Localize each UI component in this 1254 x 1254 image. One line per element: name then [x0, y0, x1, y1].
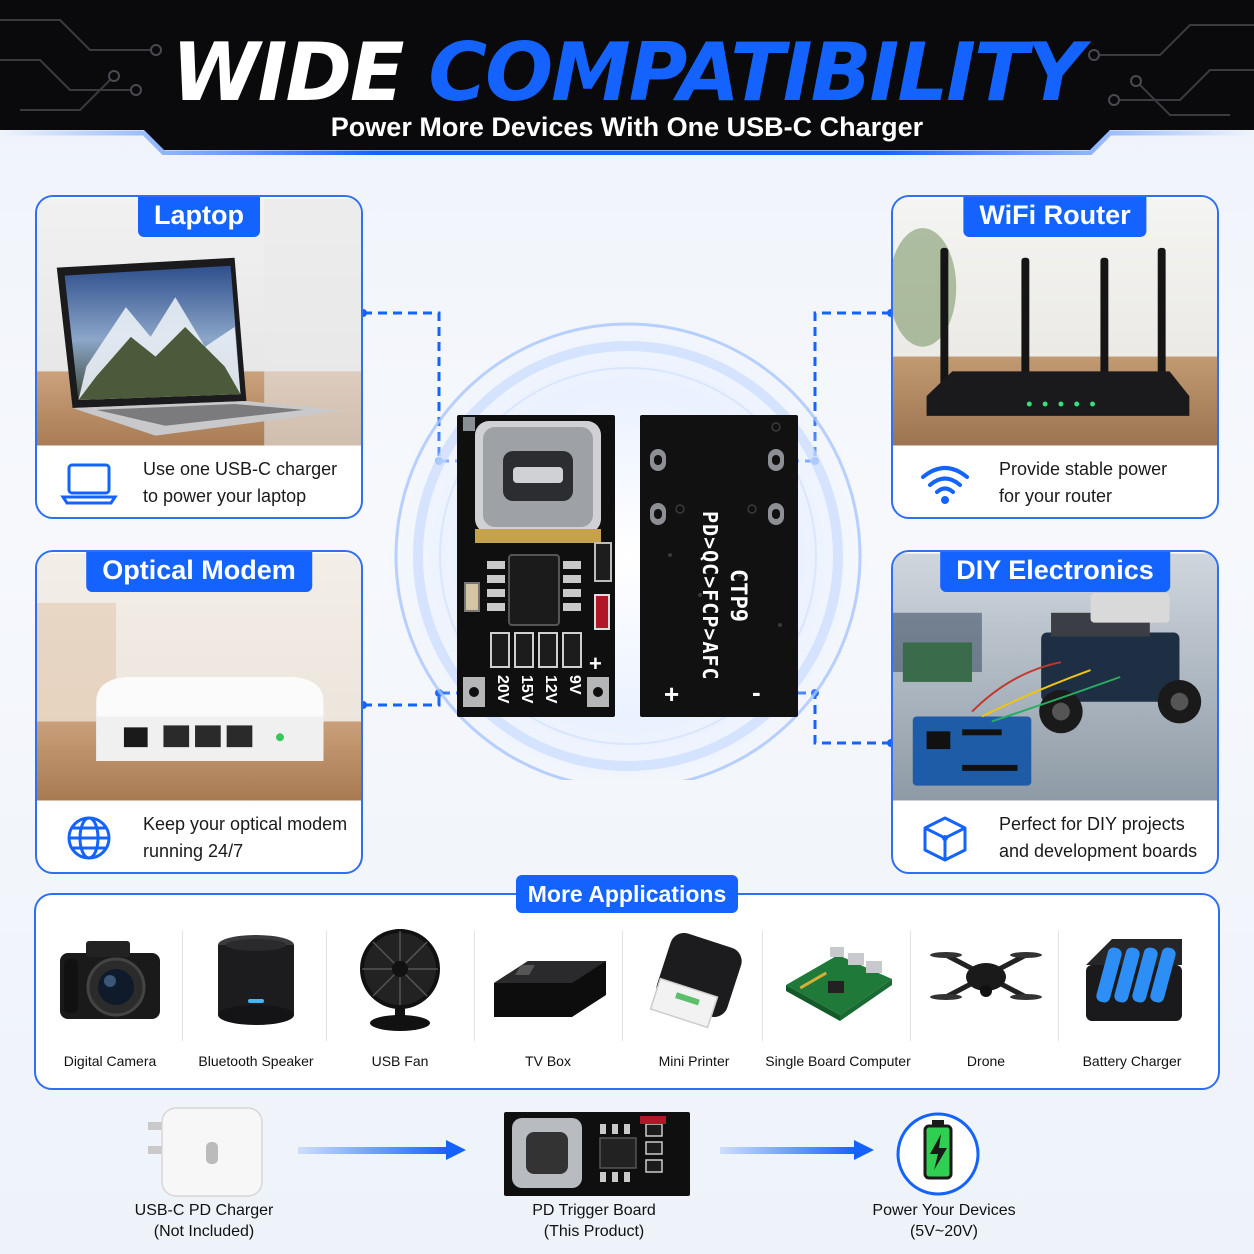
printer-icon — [649, 932, 742, 1029]
app-separator — [622, 931, 623, 1041]
page-title: WIDE COMPATIBILITY — [0, 28, 1254, 118]
app-separator — [326, 931, 327, 1041]
router-image — [893, 198, 1217, 446]
laptop-image — [37, 198, 361, 446]
card-diy-line2: and development boards — [999, 841, 1198, 861]
card-modem-line1: Keep your optical modem — [143, 814, 348, 834]
more-applications-panel: Digital Camera Bluetooth Speaker USB Fan — [34, 893, 1220, 1090]
back-minus-sign: - — [752, 677, 761, 707]
arrow-icon — [298, 1140, 466, 1160]
card-laptop: Laptop Use one USB-C charger — [35, 195, 363, 519]
card-modem-caption: Keep your optical modem running 24/7 — [37, 802, 361, 872]
card-router: WiFi Router Provide stable power fo — [891, 195, 1219, 519]
card-laptop-title: Laptop — [138, 197, 260, 237]
voltage-label-20v: 20V — [494, 675, 511, 704]
app-drone: Drone — [912, 907, 1060, 1087]
flow-board-line2: (This Product) — [543, 1223, 645, 1240]
page-subtitle: Power More Devices With One USB-C Charge… — [330, 112, 924, 142]
app-separator — [910, 931, 911, 1041]
app-battery-charger: Battery Charger — [1058, 907, 1206, 1087]
app-usb-fan: USB Fan — [326, 907, 474, 1087]
app-single-board-computer: Single Board Computer — [764, 907, 912, 1087]
board-front-graphic — [457, 415, 615, 717]
card-diy-title: DIY Electronics — [940, 552, 1170, 592]
glow-rings — [388, 316, 868, 780]
flow-charger-line2: (Not Included) — [153, 1223, 255, 1240]
product-showcase: 20V 15V 12V 9V + CTP9 PD>QC>FCP>AFC + - — [360, 300, 894, 780]
more-applications-title: More Applications — [516, 875, 738, 913]
voltage-label-15v: 15V — [518, 675, 535, 704]
card-diy: DIY Electronics Perfect for DIY projects… — [891, 550, 1219, 874]
laptop-icon — [60, 463, 118, 505]
pd-trigger-board-icon — [504, 1112, 690, 1196]
card-router-line2: for your router — [999, 486, 1113, 506]
card-diy-caption: Perfect for DIY projects and development… — [893, 802, 1217, 872]
chip-model-text: CTP9 — [725, 569, 750, 622]
front-plus-sign: + — [589, 651, 602, 676]
app-label: Bluetooth Speaker — [198, 1053, 314, 1069]
flow-devices-label: Power Your Devices (5V~20V) — [844, 1200, 1044, 1242]
voltage-label-12v: 12V — [542, 675, 559, 704]
app-mini-printer: Mini Printer — [620, 907, 768, 1087]
card-diy-line1: Perfect for DIY projects — [999, 814, 1185, 834]
flow-charger-label: USB-C PD Charger (Not Included) — [104, 1200, 304, 1242]
card-laptop-line2: to power your laptop — [143, 486, 307, 506]
battery-charging-icon — [896, 1112, 980, 1196]
card-router-title: WiFi Router — [963, 197, 1147, 237]
app-separator — [474, 931, 475, 1041]
app-label: Single Board Computer — [765, 1053, 911, 1069]
board-front: 20V 15V 12V 9V + — [457, 415, 615, 717]
drone-icon — [930, 952, 1042, 1000]
board-back: CTP9 PD>QC>FCP>AFC + - — [640, 415, 798, 717]
sbc-icon — [786, 947, 892, 1021]
flow-devices-line1: Power Your Devices — [872, 1202, 1016, 1219]
app-bluetooth-speaker: Bluetooth Speaker — [182, 907, 330, 1087]
card-modem-line2: running 24/7 — [143, 841, 244, 861]
flow-board-line1: PD Trigger Board — [532, 1202, 656, 1219]
back-plus-sign: + — [664, 679, 680, 709]
title-white-word: WIDE — [171, 26, 404, 119]
card-modem: Optical Modem Keep your optical mode — [35, 550, 363, 874]
usb-c-charger-icon — [148, 1107, 263, 1197]
arrow-icon — [720, 1140, 874, 1160]
title-blue-word: COMPATIBILITY — [428, 26, 1084, 119]
app-label: Battery Charger — [1082, 1053, 1182, 1069]
card-laptop-caption: Use one USB-C charger to power your lapt… — [37, 447, 361, 517]
card-modem-title: Optical Modem — [86, 552, 312, 592]
app-label: Drone — [966, 1053, 1006, 1069]
voltage-label-9v: 9V — [566, 675, 583, 695]
flow-devices-line2: (5V~20V) — [909, 1223, 979, 1240]
wifi-icon — [921, 466, 969, 504]
app-label: USB Fan — [371, 1053, 429, 1069]
app-label: TV Box — [525, 1053, 571, 1069]
app-separator — [182, 931, 183, 1041]
speaker-icon — [218, 935, 294, 1025]
globe-icon — [67, 816, 111, 860]
app-tv-box: TV Box — [474, 907, 622, 1087]
battery-charger-icon — [1086, 939, 1182, 1021]
app-label: Mini Printer — [658, 1053, 730, 1069]
camera-icon — [60, 941, 160, 1019]
card-router-caption: Provide stable power for your router — [893, 447, 1217, 517]
board-back-graphic — [640, 415, 798, 717]
flow-board-label: PD Trigger Board (This Product) — [494, 1200, 694, 1242]
app-separator — [1058, 931, 1059, 1041]
header-banner: WIDE COMPATIBILITY Power More Devices Wi… — [0, 0, 1254, 155]
card-router-line1: Provide stable power — [999, 459, 1168, 479]
flow-charger-line1: USB-C PD Charger — [134, 1202, 274, 1219]
protocol-list-text: PD>QC>FCP>AFC — [698, 511, 722, 681]
cube-icon — [923, 816, 967, 862]
fan-icon — [360, 929, 440, 1031]
app-label: Digital Camera — [63, 1053, 157, 1069]
app-separator — [762, 931, 763, 1041]
header-background — [0, 0, 1254, 155]
card-laptop-line1: Use one USB-C charger — [143, 459, 338, 479]
tv-box-icon — [494, 961, 606, 1017]
app-digital-camera: Digital Camera — [36, 907, 184, 1087]
modem-image — [37, 553, 361, 801]
diy-image — [893, 553, 1217, 801]
power-flow — [148, 1107, 980, 1197]
